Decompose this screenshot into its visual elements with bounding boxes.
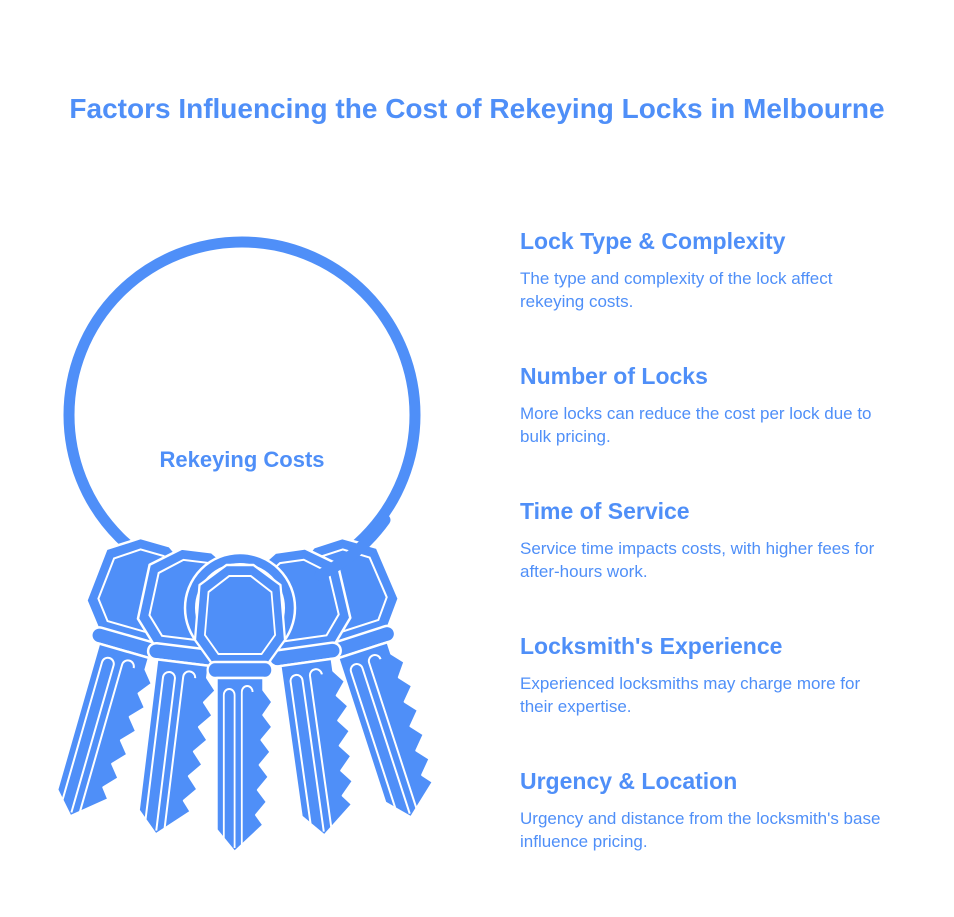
factor-lock-type: Lock Type & Complexity The type and comp… [520, 227, 920, 313]
factor-heading: Urgency & Location [520, 768, 738, 794]
factor-description: Urgency and distance from the locksmith'… [520, 809, 881, 851]
factor-description: The type and complexity of the lock affe… [520, 269, 833, 311]
page-title: Factors Influencing the Cost of Rekeying… [69, 93, 885, 124]
factor-heading: Locksmith's Experience [520, 633, 783, 659]
factor-locksmith-experience: Locksmith's Experience Experienced locks… [520, 632, 920, 718]
factor-heading: Number of Locks [520, 363, 708, 389]
factor-urgency-location: Urgency & Location Urgency and distance … [520, 767, 920, 853]
center-label: Rekeying Costs [159, 447, 325, 472]
factor-description: Experienced locksmiths may charge more f… [520, 674, 861, 716]
factor-heading: Time of Service [520, 498, 690, 524]
factor-description: Service time impacts costs, with higher … [520, 539, 875, 581]
factor-number-of-locks: Number of Locks More locks can reduce th… [520, 362, 920, 448]
factor-time-of-service: Time of Service Service time impacts cos… [520, 497, 920, 583]
key-icon [183, 551, 297, 854]
key-ring [63, 236, 421, 594]
factor-heading: Lock Type & Complexity [520, 228, 786, 254]
factor-description: More locks can reduce the cost per lock … [520, 404, 872, 446]
